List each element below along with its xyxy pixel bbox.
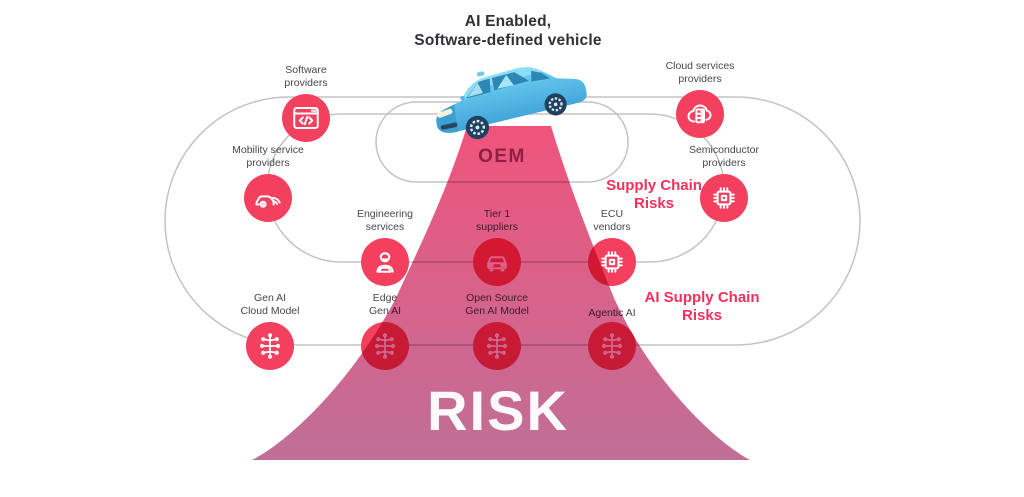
car-windshield-highlight [467, 83, 484, 98]
node-label: Open Source [466, 292, 528, 304]
risk-label: RISK [427, 379, 569, 442]
code-window-icon [293, 107, 319, 129]
ai-network-icon [259, 333, 281, 359]
diagram-title: AI Enabled, Software-defined vehicle [348, 12, 668, 50]
diagram-title-line2: Software-defined vehicle [414, 32, 602, 49]
car-front-icon [487, 256, 507, 272]
ai-network-icon [601, 333, 623, 359]
car-roof-face [461, 67, 543, 101]
node-label: Mobility service [232, 144, 304, 156]
node-label: Semiconductor [688, 144, 760, 156]
car-signal-icon [255, 195, 281, 208]
ai-network-icon [486, 333, 508, 359]
diagram-title-line1: AI Enabled, [464, 13, 552, 30]
cloud-server-icon [687, 104, 712, 124]
node-label: Edge [372, 292, 398, 304]
oem-label: OEM [478, 146, 526, 167]
ai-network-icon [374, 333, 396, 359]
node-label: Engineering [356, 208, 414, 220]
chip-icon [601, 251, 623, 273]
node-label: Cloud services [665, 60, 735, 72]
engineer-icon [376, 252, 394, 273]
node-label: Tier 1 [483, 208, 511, 220]
node-label: Software [285, 64, 327, 76]
car-rear-window [531, 70, 551, 82]
node-label: Gen AI [253, 292, 287, 304]
car-side-window-highlight [497, 74, 514, 89]
vehicle-illustration [436, 67, 587, 140]
car-antenna [476, 71, 485, 77]
